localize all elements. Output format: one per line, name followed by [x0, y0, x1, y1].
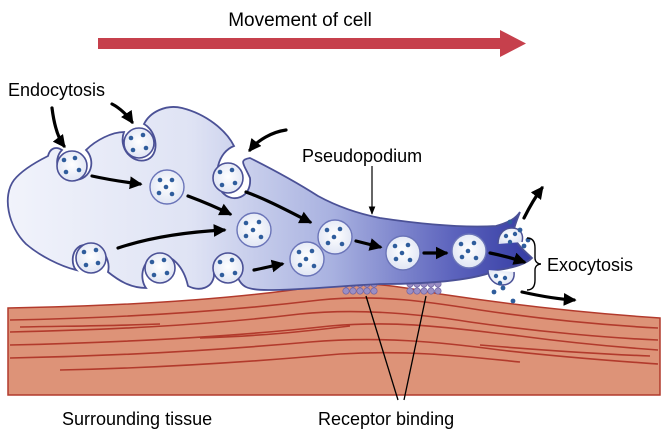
movement-label: Movement of cell [228, 10, 372, 31]
vesicle-exo-top [497, 227, 524, 245]
movement-arrow-head [500, 30, 526, 57]
exocytosis-arrows [520, 185, 577, 306]
movement-arrow-shaft [98, 38, 502, 49]
vesicle-endo-2 [123, 127, 155, 159]
pseudopodium-label: Pseudopodium [302, 146, 422, 166]
vesicle-free-1 [149, 169, 185, 205]
receptor-binding-pointers [365, 295, 427, 401]
vesicle-endo-1 [56, 150, 88, 182]
vesicle-free-4 [317, 219, 353, 255]
endocytosis-label: Endocytosis [8, 80, 105, 100]
vesicle-endo-6 [212, 252, 244, 284]
vesicle-free-3 [289, 241, 325, 277]
vesicle-endo-3 [212, 162, 244, 194]
tissue-fibers [9, 297, 659, 371]
vesicle-free-6 [451, 233, 487, 269]
vesicle-endo-4 [75, 242, 107, 274]
movement-arrow [98, 30, 526, 57]
exocytosis-bracket [526, 237, 542, 291]
receptor-binding-label: Receptor binding [318, 409, 454, 429]
endocytosis-arrows [50, 102, 288, 152]
vesicle-free-2 [236, 212, 272, 248]
vesicle-endo-5 [144, 252, 176, 284]
vesicle-exo-bottom [487, 269, 515, 286]
surrounding-tissue-label: Surrounding tissue [62, 409, 212, 429]
vesicle-free-5 [385, 235, 421, 271]
transport-arrows [90, 174, 527, 273]
exocytosis-label: Exocytosis [547, 255, 633, 275]
exocytosis-particles [491, 219, 531, 304]
